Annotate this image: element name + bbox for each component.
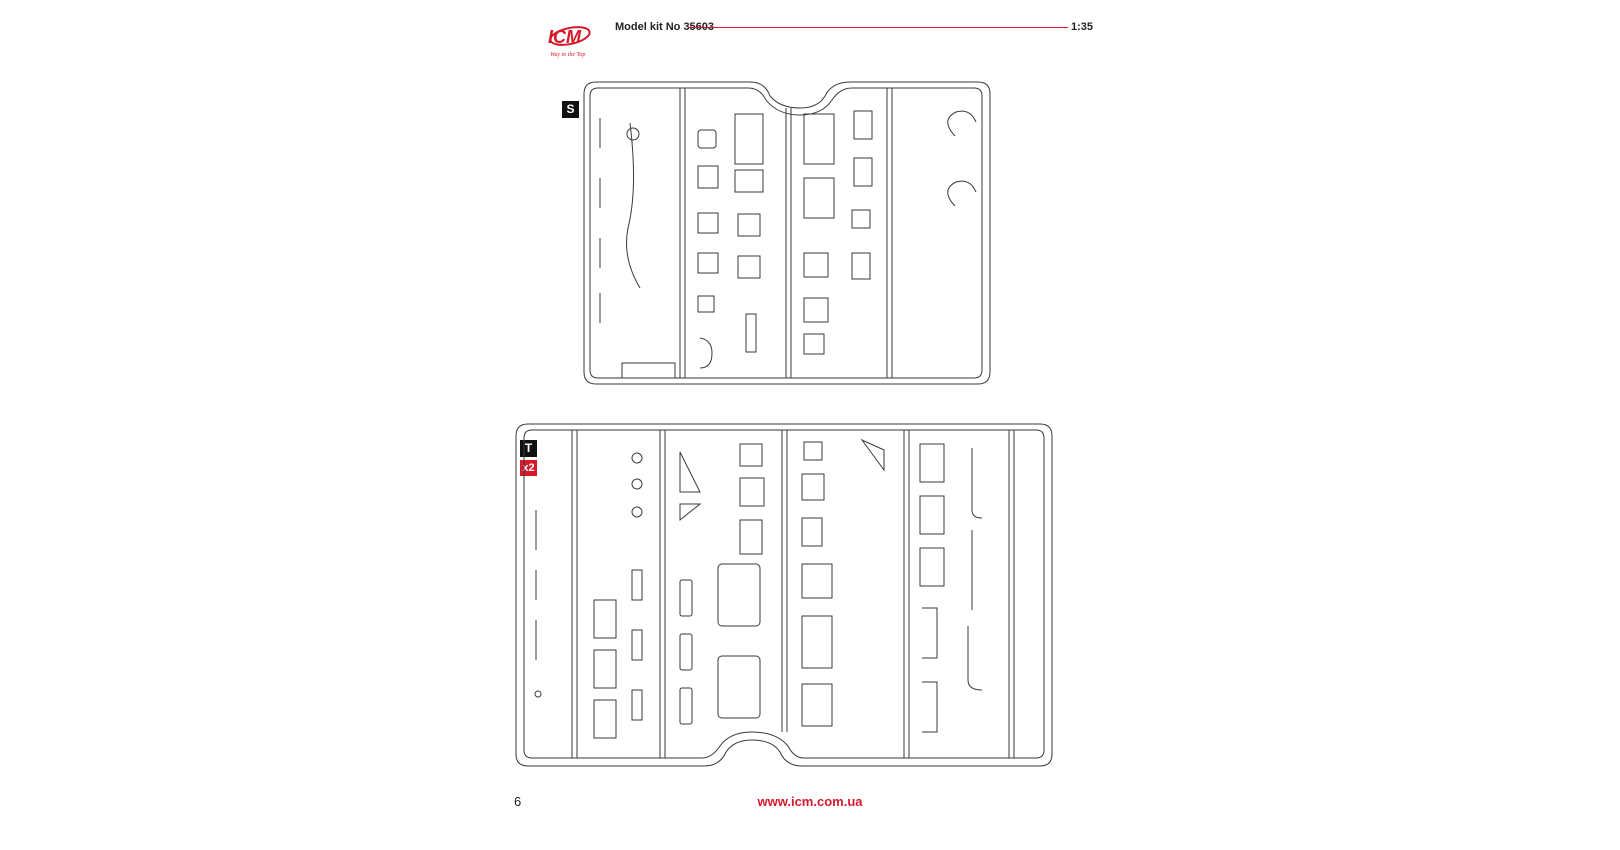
part-t-plate-6 [801, 683, 833, 727]
part-t-gusset-3 [679, 503, 702, 522]
part-t-frame-3 [919, 547, 945, 587]
part-s-panel-5 [803, 333, 825, 355]
sprue-s-badge: S [562, 101, 579, 118]
part-s-hook-2 [947, 180, 977, 207]
sprue-t-inner-frame [523, 429, 1045, 759]
scale-label: 1:35 [1071, 21, 1094, 33]
part-s-plate-1 [853, 110, 873, 140]
kit-title: Model kit No 35603 [615, 21, 715, 33]
part-s-window-1 [697, 129, 717, 149]
part-t-gusset-2 [679, 451, 701, 493]
part-t-frame-1 [919, 443, 945, 483]
part-s-hook-1 [947, 110, 977, 137]
part-t-window-1 [739, 443, 763, 467]
part-t-frame-2 [919, 495, 945, 535]
part-s-window-4 [697, 252, 719, 274]
part-s-bar [745, 313, 757, 353]
part-s-base [621, 362, 676, 379]
logo-tagline: Way to the Top [550, 52, 585, 58]
sprue-s-frame [583, 81, 991, 385]
part-t-bracket-1 [922, 607, 938, 659]
part-s-window-2 [697, 165, 719, 189]
part-t-door-1 [593, 599, 617, 639]
part-s-pipe [626, 122, 641, 289]
part-s-door-2 [734, 169, 764, 193]
page-number: 6 [514, 794, 522, 809]
part-t-plate-5 [801, 615, 833, 669]
part-t-panel-1 [717, 563, 761, 627]
part-s-window-3 [697, 212, 719, 234]
part-s-frame-b [737, 255, 761, 279]
part-s-plate-3 [851, 209, 871, 229]
sprue-s-inner-frame [589, 87, 983, 379]
part-s-panel-2 [803, 177, 835, 219]
part-t-window-3 [739, 519, 763, 555]
part-t-gusset-1 [860, 438, 885, 472]
sprue-t-drawing [515, 423, 1053, 767]
sprue-s-drawing [583, 81, 991, 385]
part-t-bracket-2 [922, 681, 938, 733]
part-t-plate-2 [801, 473, 825, 501]
part-s-plate-2 [853, 157, 873, 187]
part-t-plate-3 [801, 517, 823, 547]
part-t-window-2 [739, 477, 765, 507]
part-s-frame-a [737, 213, 761, 237]
header-rule [688, 27, 1068, 28]
part-s-bend [699, 337, 713, 369]
part-t-door-2 [593, 649, 617, 689]
page-header: ICM Way to the Top Model kit No 35603 1:… [540, 14, 1100, 64]
part-s-window-5 [697, 295, 715, 313]
part-t-door-3 [593, 699, 617, 739]
sprue-t-frame [515, 423, 1053, 767]
part-s-panel-4 [803, 297, 829, 323]
part-s-wheel [626, 127, 640, 141]
website-link[interactable]: www.icm.com.ua [757, 794, 863, 809]
part-s-panel-3 [803, 252, 829, 278]
part-t-plate-1 [803, 441, 823, 461]
logo-text: ICM [548, 27, 582, 47]
part-s-door-1 [734, 113, 764, 165]
part-t-rail-1 [971, 448, 983, 519]
part-s-panel-1 [803, 113, 835, 165]
icm-logo: ICM Way to the Top [540, 18, 606, 62]
part-s-plate-4 [851, 252, 871, 280]
part-t-plate-4 [801, 563, 833, 599]
part-t-rail-3 [967, 626, 983, 691]
part-t-panel-2 [717, 655, 761, 719]
